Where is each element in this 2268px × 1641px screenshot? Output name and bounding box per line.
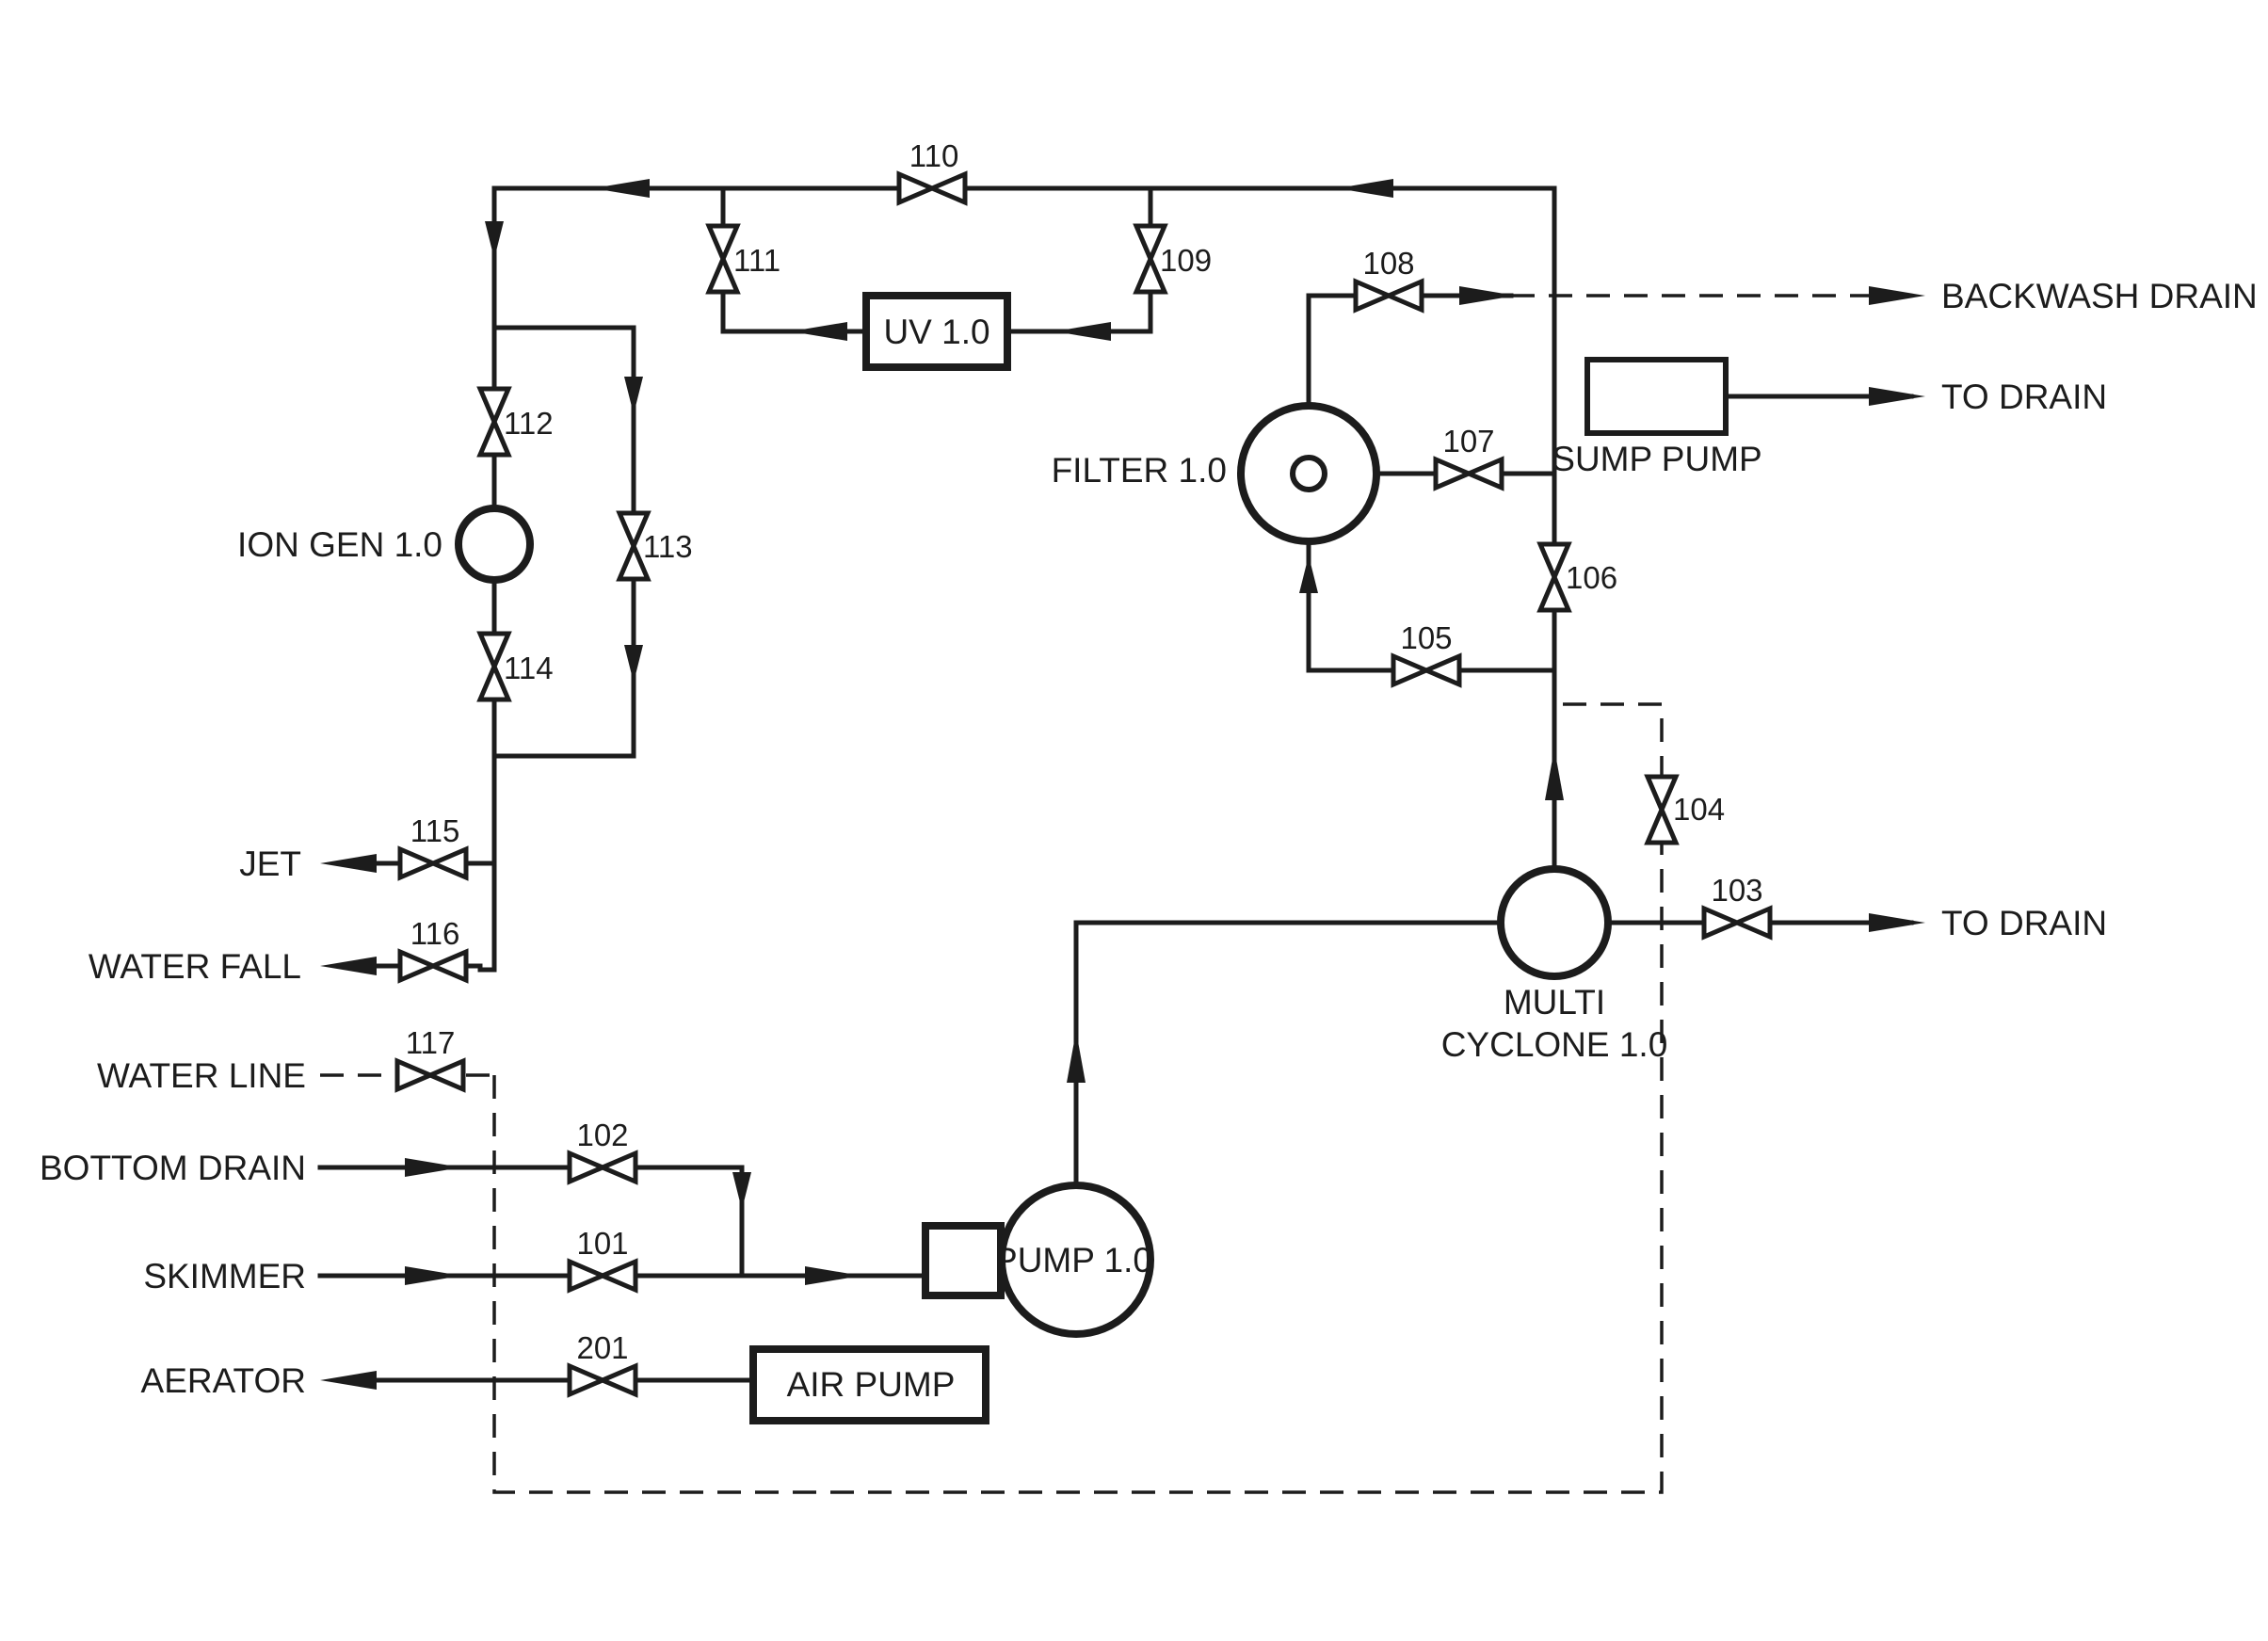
- label-skimmer: SKIMMER: [143, 1257, 306, 1295]
- tag-106: 106: [1566, 560, 1617, 595]
- valve-113[interactable]: [616, 510, 651, 582]
- arrow-cyclone-drain: [1869, 913, 1925, 932]
- filter-inner-circle: [1290, 455, 1327, 492]
- valve-117[interactable]: [394, 1057, 466, 1093]
- arrow-uv-in: [1054, 322, 1111, 341]
- valve-102[interactable]: [567, 1150, 638, 1185]
- arrow-skimmer-pump: [805, 1266, 861, 1285]
- label-water-line: WATER LINE: [97, 1056, 306, 1095]
- dashed-lines: [320, 294, 1878, 1494]
- label-backwash-drain: BACKWASH DRAIN: [1941, 277, 2258, 315]
- arrow-filter-up: [1299, 555, 1318, 593]
- label-filter: FILTER 1.0: [1052, 451, 1227, 490]
- arrow-jet: [320, 854, 377, 873]
- valve-201[interactable]: [567, 1362, 638, 1398]
- pipe-filter-108: [1306, 293, 1514, 403]
- label-uv: UV 1.0: [883, 313, 989, 351]
- arrow-102-down: [732, 1172, 751, 1210]
- tag-116: 116: [410, 916, 460, 951]
- label-water-fall: WATER FALL: [88, 947, 301, 986]
- valve-106[interactable]: [1536, 541, 1572, 613]
- arrow-113-down-2: [624, 645, 643, 683]
- valve-116[interactable]: [397, 948, 469, 984]
- tag-109: 109: [1160, 243, 1212, 278]
- arrow-pump-up: [1067, 1031, 1086, 1083]
- tag-201: 201: [576, 1330, 628, 1365]
- tag-107: 107: [1442, 424, 1494, 459]
- valve-112[interactable]: [476, 386, 512, 458]
- arrow-backwash-2: [1869, 286, 1925, 305]
- label-bottom-drain: BOTTOM DRAIN: [40, 1149, 306, 1187]
- tag-101: 101: [576, 1226, 628, 1261]
- arrow-aerator: [320, 1371, 377, 1390]
- arrow-113-down-1: [624, 377, 643, 414]
- label-ion-gen: ION GEN 1.0: [237, 525, 442, 564]
- valve-105[interactable]: [1391, 652, 1462, 688]
- label-cyclone: CYCLONE 1.0: [1441, 1025, 1668, 1064]
- sump-pump-box[interactable]: [1584, 357, 1729, 436]
- valve-109[interactable]: [1133, 223, 1168, 295]
- pipe-uv-return: [1005, 185, 1153, 334]
- tag-112: 112: [504, 406, 554, 441]
- tag-110: 110: [909, 138, 959, 173]
- tag-111: 111: [733, 243, 780, 278]
- arrow-header-down: [485, 221, 504, 259]
- tag-105: 105: [1400, 620, 1452, 655]
- valve-103[interactable]: [1701, 905, 1773, 941]
- valve-110[interactable]: [896, 170, 968, 206]
- ion-gen-circle[interactable]: [455, 505, 534, 584]
- arrow-bottom-drain: [405, 1158, 461, 1177]
- pipe-bottom-drain: [317, 1165, 745, 1279]
- arrow-top-header-right: [1337, 179, 1393, 198]
- valve-115[interactable]: [397, 845, 469, 881]
- tag-102: 102: [576, 1118, 628, 1152]
- arrow-uv-out: [791, 322, 847, 341]
- air-pump-box[interactable]: [749, 1345, 989, 1424]
- valve-104[interactable]: [1644, 774, 1680, 845]
- arrow-sump-drain: [1869, 387, 1925, 406]
- tag-108: 108: [1362, 246, 1414, 281]
- valve-114[interactable]: [476, 631, 512, 702]
- valve-108[interactable]: [1353, 278, 1424, 314]
- arrow-top-header-left: [593, 179, 650, 198]
- label-pump: PUMP 1.0: [994, 1241, 1152, 1279]
- multi-cyclone-circle[interactable]: [1497, 865, 1612, 980]
- uv-box[interactable]: [862, 292, 1011, 371]
- arrow-backwash-1: [1459, 286, 1516, 305]
- tag-115: 115: [410, 813, 460, 848]
- label-air-pump: AIR PUMP: [787, 1365, 956, 1404]
- valve-101[interactable]: [567, 1258, 638, 1294]
- pump-motor-box: [922, 1222, 1005, 1299]
- labels: JET WATER FALL WATER LINE BOTTOM DRAIN S…: [40, 138, 2258, 1404]
- dashed-boundary: [492, 702, 1664, 1494]
- equipment: [455, 292, 1729, 1424]
- valve-107[interactable]: [1433, 456, 1504, 491]
- tag-113: 113: [643, 529, 693, 564]
- pipe-pump-discharge: [1073, 920, 1504, 1187]
- label-jet: JET: [239, 845, 301, 883]
- label-multi: MULTI: [1504, 983, 1605, 1022]
- tag-103: 103: [1711, 873, 1762, 908]
- label-to-drain-sump: TO DRAIN: [1941, 378, 2107, 416]
- label-sump-pump: SUMP PUMP: [1552, 440, 1761, 478]
- arrow-cyclone-up: [1545, 748, 1564, 800]
- valve-111[interactable]: [705, 223, 741, 295]
- label-aerator: AERATOR: [141, 1361, 306, 1400]
- arrow-water-fall: [320, 957, 377, 975]
- tag-114: 114: [504, 651, 554, 685]
- arrow-skimmer: [405, 1266, 461, 1285]
- tag-117: 117: [406, 1025, 456, 1060]
- flow-arrows: [320, 179, 1925, 1390]
- label-to-drain-cyclone: TO DRAIN: [1941, 904, 2107, 942]
- tag-104: 104: [1673, 792, 1725, 827]
- valves: [394, 170, 1773, 1398]
- pump-circle[interactable]: [998, 1182, 1154, 1338]
